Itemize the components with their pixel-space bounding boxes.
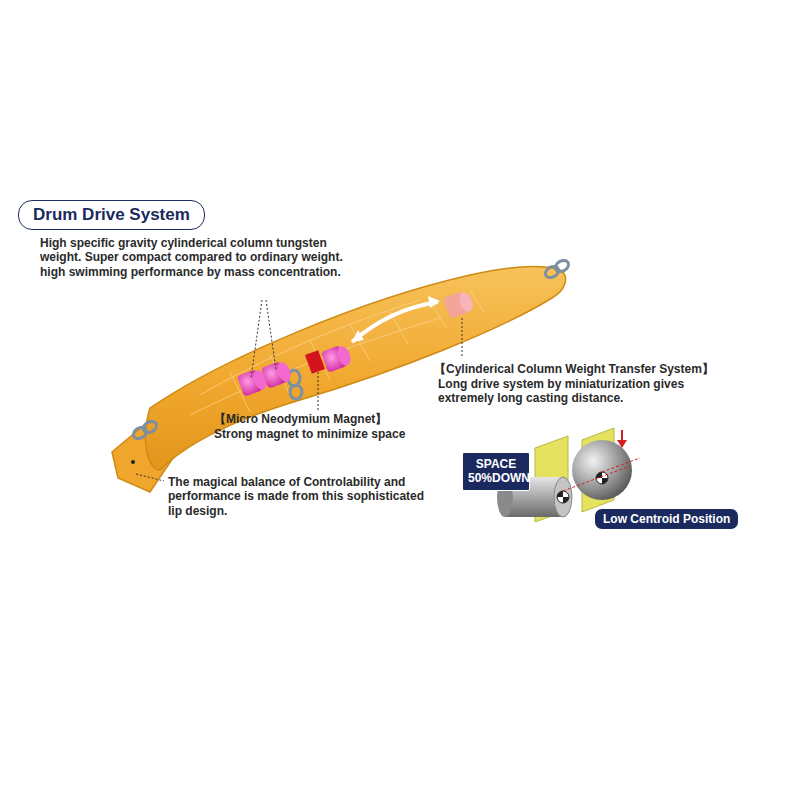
part-name: 【Cylinderical Column Weight Transfer Sys… [434,362,764,376]
lip-note: The magical balance of Controlability an… [168,475,428,518]
node-text: Drum Drive System [33,205,190,225]
part-note: Strong magnet to minimize space [214,427,464,441]
part-note: Long drive system by miniaturization giv… [438,377,698,406]
node-text: Low Centroid Position [603,512,730,526]
description-note: High specific gravity cylinderical colum… [40,236,370,279]
space-badge: SPACE 50%DOWN [462,452,530,491]
centroid-badge: Low Centroid Position [594,508,739,530]
title-box: Drum Drive System [18,200,205,230]
part-name: 【Micro Neodymium Magnet】 [214,412,464,426]
node-text: SPACE 50%DOWN [468,457,524,486]
